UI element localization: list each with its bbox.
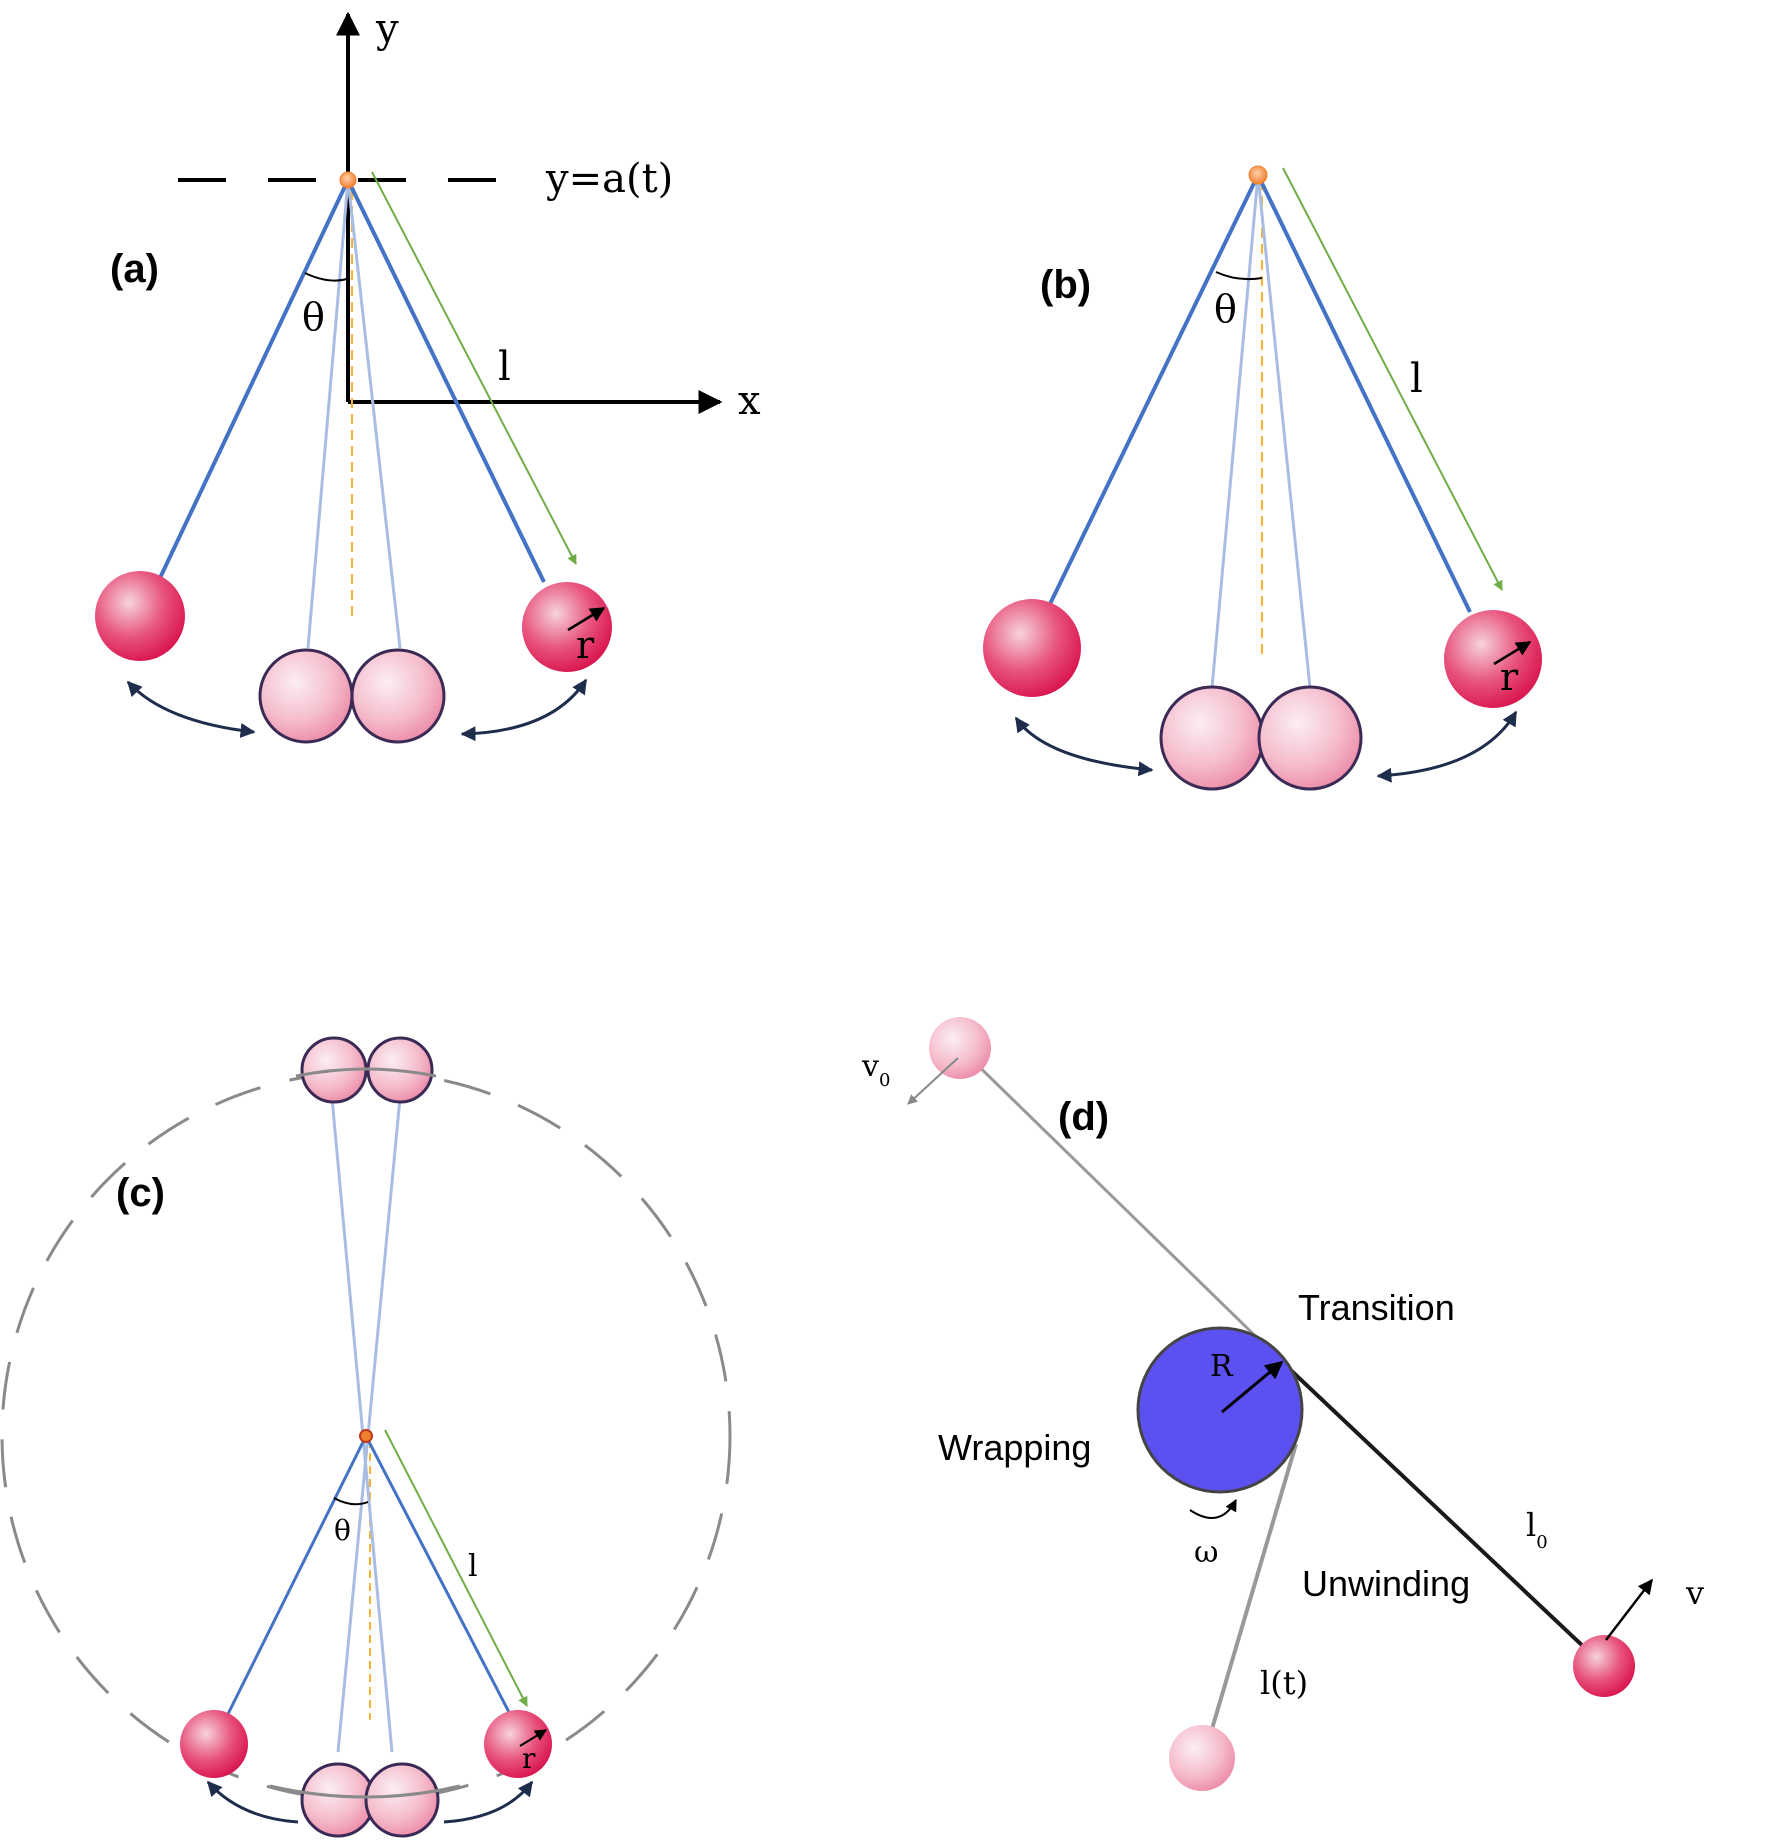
velocity-label: v <box>1685 1574 1704 1612</box>
panel-label: (c) <box>116 1171 165 1215</box>
panel-d: R ω v0 v l0 l(t) Transition Wrapping Unw… <box>861 1017 1704 1791</box>
faded-string <box>346 179 402 649</box>
x-axis-label: x <box>738 378 761 424</box>
ball-left <box>95 571 185 661</box>
faded-string <box>1210 174 1260 689</box>
length-arrow <box>1282 167 1503 591</box>
straight-string <box>1278 1358 1606 1668</box>
ball-center-right <box>350 648 446 744</box>
active-string <box>1048 174 1260 605</box>
active-string <box>1256 174 1472 613</box>
velocity-arrow <box>1605 1578 1653 1641</box>
transition-label: Transition <box>1298 1287 1455 1328</box>
ball-center-right <box>364 1762 440 1838</box>
ball-right <box>484 1710 552 1778</box>
radius-arrow <box>519 1729 548 1747</box>
faded-string <box>306 179 350 649</box>
orbit-arc-overlay <box>269 1784 461 1799</box>
active-string <box>158 179 350 579</box>
angle-label: θ <box>334 1514 351 1547</box>
ball-right <box>1444 610 1542 708</box>
wrapping-label: Wrapping <box>938 1427 1091 1468</box>
faded-string <box>336 1097 402 1753</box>
time-length-label: l(t) <box>1260 1664 1308 1702</box>
radius-arrow <box>567 606 606 632</box>
angular-velocity-arrow <box>1189 1498 1237 1519</box>
faded-string <box>1256 174 1312 689</box>
angle-arc <box>333 1497 369 1506</box>
angle-label: θ <box>1214 287 1237 331</box>
cylinder-radius-arrow <box>1221 1360 1284 1414</box>
length-label: l <box>498 344 511 390</box>
cylinder-radius-label: R <box>1210 1349 1234 1384</box>
panel-c: l θ r (c) <box>0 1036 732 1838</box>
ball-center-right <box>1257 685 1363 791</box>
ball-initial <box>929 1017 991 1079</box>
active-string <box>224 1435 368 1719</box>
swing-arrow-left <box>206 1780 299 1824</box>
active-string <box>364 1435 514 1719</box>
pivot-line-label: y=a(t) <box>545 156 673 202</box>
panel-label: (d) <box>1058 1095 1109 1139</box>
unwinding-label: Unwinding <box>1302 1563 1470 1604</box>
pivot-point <box>1248 165 1268 185</box>
ball-unwinding <box>1169 1725 1235 1791</box>
y-axis-label: y <box>375 6 399 52</box>
faded-string <box>330 1097 394 1753</box>
panel-a: y x y=a(t) l θ r (a) <box>95 6 761 744</box>
panel-b: l θ r (b) <box>983 165 1542 791</box>
pivot-point <box>359 1429 373 1443</box>
panel-label: (a) <box>110 247 159 291</box>
swing-arrow-right <box>443 1780 534 1824</box>
ball-center-left <box>258 648 354 744</box>
angle-arc <box>304 272 351 282</box>
length-arrow <box>371 171 577 565</box>
initial-velocity-subscript: 0 <box>879 1070 890 1091</box>
initial-length-label: l0 <box>1526 1506 1548 1553</box>
ball-end <box>1573 1635 1635 1697</box>
angle-arc <box>1215 271 1263 281</box>
ball-center-left <box>1159 685 1265 791</box>
incoming-string <box>958 1046 1286 1366</box>
length-label: l <box>1410 356 1423 402</box>
initial-velocity-arrow <box>907 1057 959 1105</box>
initial-velocity-symbol: v <box>861 1049 879 1084</box>
radius-arrow <box>1493 640 1532 666</box>
angle-label: θ <box>302 295 325 339</box>
swing-arrow-right <box>1376 710 1518 783</box>
swing-arrow-left <box>126 680 256 738</box>
unwinding-string <box>1202 1443 1298 1757</box>
ball-left <box>983 599 1081 697</box>
initial-length-symbol: l <box>1526 1506 1536 1544</box>
panel-label: (b) <box>1040 263 1091 307</box>
ball-center-left <box>300 1762 376 1838</box>
ball-right <box>522 582 612 672</box>
pivot-point <box>339 171 357 189</box>
length-arrow <box>384 1429 528 1707</box>
initial-velocity-label: v0 <box>861 1049 890 1091</box>
length-label: l <box>468 1549 478 1584</box>
angular-velocity-label: ω <box>1194 1535 1218 1570</box>
initial-length-subscript: 0 <box>1536 1532 1547 1553</box>
swing-arrow-left <box>1014 716 1154 777</box>
radius-label: r <box>522 1742 536 1775</box>
swing-arrow-right <box>460 678 588 742</box>
active-string <box>346 179 546 583</box>
cylinder <box>1136 1326 1304 1494</box>
orbit-arc-overlay-top <box>295 1067 437 1078</box>
radius-label: r <box>576 623 595 667</box>
radius-label: r <box>1500 655 1519 699</box>
ball-left <box>180 1710 248 1778</box>
